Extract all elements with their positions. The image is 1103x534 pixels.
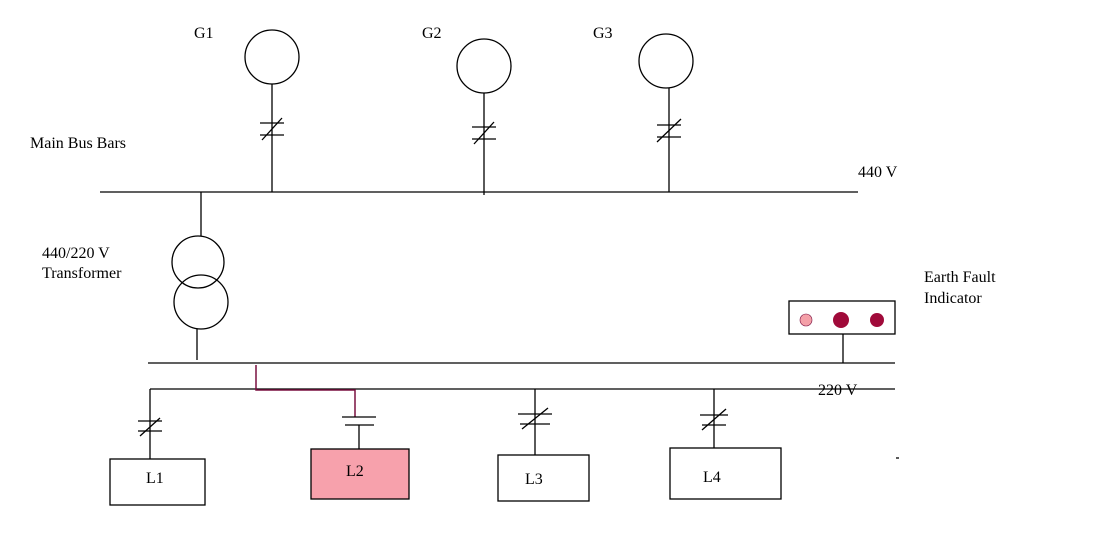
indicator-lamp-dark xyxy=(870,313,884,327)
load-l1: L1 xyxy=(109,389,206,506)
breaker-icon xyxy=(472,121,496,145)
generator-symbol xyxy=(456,38,512,94)
efi-label-line1: Earth Fault xyxy=(924,269,996,286)
load-l3: L3 xyxy=(497,389,590,502)
main-bus-voltage: 440 V xyxy=(858,164,898,181)
indicator-lamp-dark xyxy=(833,312,849,328)
transformer xyxy=(171,192,229,360)
breaker-icon xyxy=(656,118,682,143)
load-label: L2 xyxy=(346,463,364,480)
breaker-icon xyxy=(700,408,728,431)
generator-symbol xyxy=(638,33,694,89)
generator-label: G1 xyxy=(194,25,214,42)
efi-label-line2: Indicator xyxy=(924,290,982,307)
generator-g3: G3 xyxy=(593,25,694,192)
load-label: L1 xyxy=(146,470,164,487)
load-l4: L4 xyxy=(669,389,782,500)
load-label: L4 xyxy=(703,469,721,486)
generator-label: G2 xyxy=(422,25,442,42)
generator-label: G3 xyxy=(593,25,613,42)
breaker-icon xyxy=(518,407,552,430)
fault-path xyxy=(255,365,356,417)
generator-symbol xyxy=(244,29,300,85)
breaker-icon xyxy=(260,117,284,141)
transformer-primary-coil xyxy=(171,235,225,289)
generator-g2: G2 xyxy=(422,25,512,195)
transformer-label: Transformer xyxy=(42,265,122,282)
transformer-rating: 440/220 V xyxy=(42,245,110,262)
breaker-icon xyxy=(138,417,162,437)
earth-fault-indicator xyxy=(788,300,896,363)
load-label: L3 xyxy=(525,471,543,488)
main-bus-label: Main Bus Bars xyxy=(30,135,126,152)
secondary-bus-voltage: 220 V xyxy=(818,382,858,399)
transformer-secondary-coil xyxy=(173,274,229,330)
generator-g1: G1 xyxy=(194,25,300,192)
load-l2: L2 xyxy=(310,416,410,500)
indicator-lamp-light xyxy=(799,313,813,327)
